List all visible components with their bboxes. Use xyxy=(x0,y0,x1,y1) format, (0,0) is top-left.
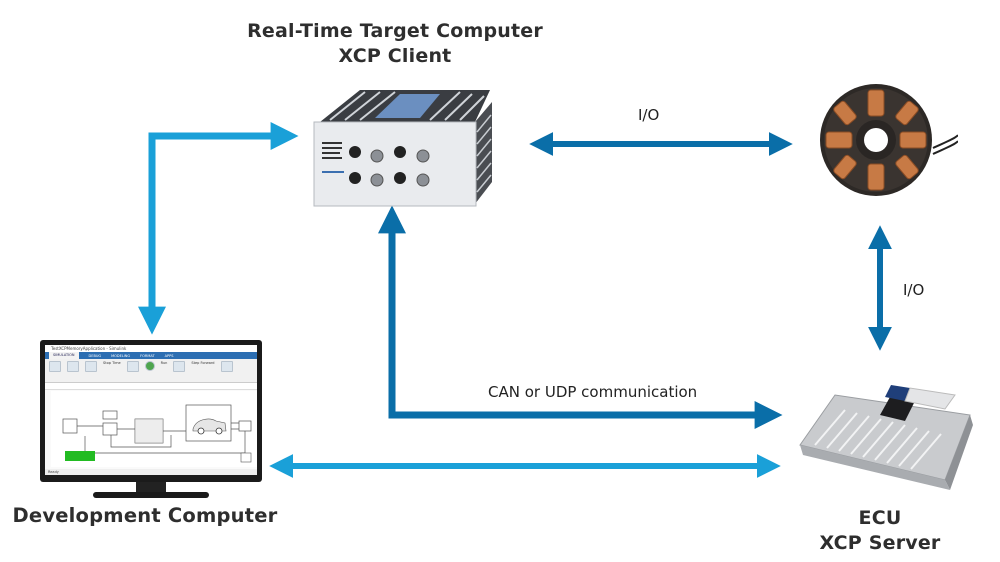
model-breadcrumb xyxy=(45,383,257,390)
step-back-icon[interactable] xyxy=(126,361,139,372)
open-icon[interactable] xyxy=(67,361,79,372)
real-time-target-computer-image xyxy=(300,82,495,210)
library-browser-icon[interactable] xyxy=(85,361,97,372)
can-udp-label: CAN or UDP communication xyxy=(488,383,698,401)
arrow-dev-to-rt xyxy=(138,122,299,335)
run-label: Run xyxy=(160,361,168,365)
simulink-window-title: TestXCPMemoryApplication - Simulink xyxy=(45,345,257,352)
development-computer-monitor: TestXCPMemoryApplication - Simulink SIMU… xyxy=(40,340,262,482)
tab-debug[interactable]: DEBUG xyxy=(88,353,102,358)
new-icon[interactable] xyxy=(49,361,61,372)
io-label-motor-ecu: I/O xyxy=(903,281,925,299)
simulink-tabs: SIMULATION DEBUG MODELING FORMAT APPS xyxy=(45,352,257,359)
tab-simulation[interactable]: SIMULATION xyxy=(49,352,79,359)
step-forward-label: Step Forward xyxy=(191,361,215,365)
ecu-title-line1: ECU xyxy=(858,507,902,529)
stop-time-label: Stop Time xyxy=(103,361,121,365)
rt-target-title-line1: Real-Time Target Computer xyxy=(247,20,543,42)
rt-target-title: Real-Time Target Computer XCP Client xyxy=(225,19,565,69)
tab-apps[interactable]: APPS xyxy=(164,353,174,358)
rt-target-title-line2: XCP Client xyxy=(338,45,452,67)
simulink-status-bar: Ready xyxy=(45,469,257,475)
io-label-rt-motor: I/O xyxy=(638,106,660,124)
run-button[interactable] xyxy=(144,361,155,371)
ecu-title: ECU XCP Server xyxy=(780,506,980,556)
tab-modeling[interactable]: MODELING xyxy=(111,353,131,358)
monitor-stand-base xyxy=(93,492,209,498)
ecu-image xyxy=(795,375,975,495)
ecu-title-line2: XCP Server xyxy=(819,532,941,554)
simulink-window: TestXCPMemoryApplication - Simulink SIMU… xyxy=(45,345,257,475)
motor-image xyxy=(808,80,958,200)
simulink-model-canvas xyxy=(51,391,257,467)
arrow-rt-ecu xyxy=(378,205,783,429)
step-forward-icon[interactable] xyxy=(173,361,186,372)
simulink-ribbon: Stop Time Run Step Forward xyxy=(45,359,257,383)
status-text: Ready xyxy=(48,470,59,474)
tab-format[interactable]: FORMAT xyxy=(140,353,155,358)
data-inspector-icon[interactable] xyxy=(220,361,233,372)
monitor-stand-neck xyxy=(136,482,166,494)
dev-computer-title: Development Computer xyxy=(12,504,278,527)
